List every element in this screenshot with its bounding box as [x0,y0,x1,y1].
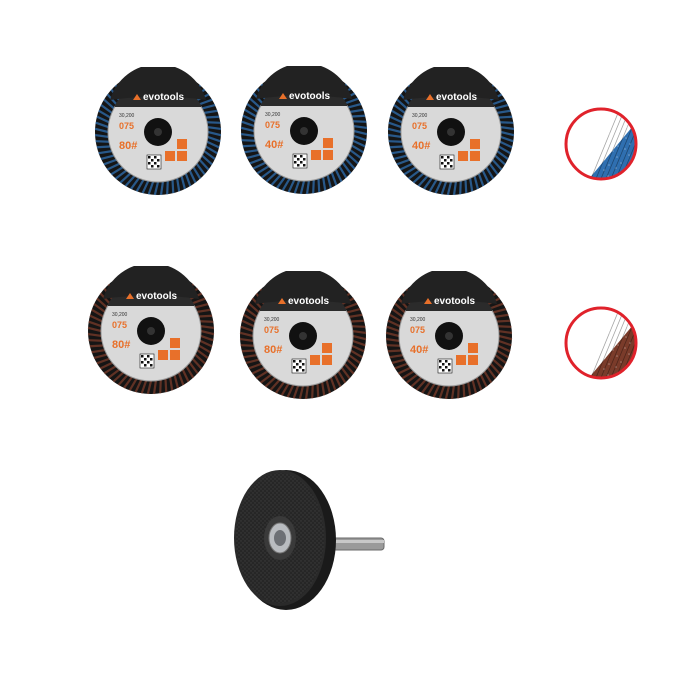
disc-grit-label: 80# [112,339,130,351]
brand-logo: evotools [436,92,478,103]
disc-grit-label: 80# [264,344,282,356]
disc-speed-label: 30,200 [264,317,280,323]
brand-logo: evotools [289,91,331,102]
brand-logo: evotools [136,291,178,302]
disc-speed-label: 30,200 [410,317,426,323]
disc-size-label: 075 [410,325,425,335]
brand-logo: evotools [288,296,330,307]
zirconia-texture-icon [563,106,639,182]
qr-code-icon [139,353,155,369]
disc-size-label: 075 [112,320,127,330]
qr-code-icon [437,358,453,374]
disc-grit-label: 40# [410,344,428,356]
disc-grit-label: 40# [412,140,430,152]
safety-icons [456,343,478,365]
safety-icons [311,138,333,160]
disc-speed-label: 30,200 [112,312,128,318]
flap-disc-blue-2: evotools 075 40# 30,200 [239,66,369,196]
disc-speed-label: 30,200 [265,112,281,118]
disc-size-label: 075 [119,121,134,131]
qr-code-icon [292,153,308,169]
safety-icons [158,338,180,360]
disc-size-label: 075 [265,120,280,130]
disc-grit-label: 40# [265,139,283,151]
flap-disc-blue-3: evotools 075 40# 30,200 [386,67,516,197]
disc-grit-label: 80# [119,140,137,152]
disc-speed-label: 30,200 [412,113,428,119]
flap-disc-brown-1: evotools 075 80# 30,200 [86,266,216,396]
flap-disc-blue-1: evotools 075 80# 30,200 [93,67,223,197]
disc-size-label: 075 [412,121,427,131]
disc-size-label: 075 [264,325,279,335]
disc-speed-label: 30,200 [119,113,135,119]
safety-icons [458,139,480,161]
qr-code-icon [439,154,455,170]
brand-logo: evotools [434,296,476,307]
qr-code-icon [291,358,307,374]
safety-icons [310,343,332,365]
backing-pad-with-shank-icon [228,452,398,622]
qr-code-icon [146,154,162,170]
brand-logo: evotools [143,92,185,103]
flap-disc-brown-3: evotools 075 40# 30,200 [384,271,514,401]
flap-disc-brown-2: evotools 075 80# 30,200 [238,271,368,401]
safety-icons [165,139,187,161]
aluminium-oxide-texture-icon [563,305,639,381]
